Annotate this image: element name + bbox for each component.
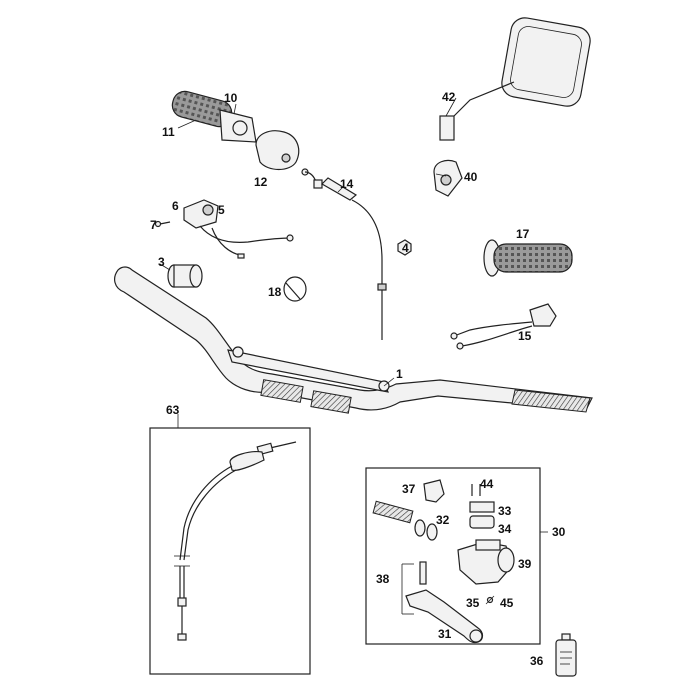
- reservoir-gasket: [469, 515, 495, 529]
- callout-36: 36: [530, 654, 544, 668]
- callout-39: 39: [518, 557, 532, 571]
- brake-fluid-bottle: [555, 633, 577, 677]
- clutch-cable-box: [149, 414, 311, 675]
- callout-31: 31: [438, 627, 452, 641]
- callout-32: 32: [436, 513, 450, 527]
- throttle-cable: [301, 168, 387, 340]
- callout-33: 33: [498, 504, 512, 518]
- callout-11: 11: [162, 125, 175, 139]
- reservoir-cover-plate: [469, 501, 495, 513]
- callout-17: 17: [516, 227, 530, 241]
- reservoir-cap: [423, 479, 445, 503]
- callout-3: 3: [158, 255, 165, 269]
- callout-4: 4: [402, 241, 409, 255]
- handlebar-knurl-right: [511, 389, 591, 413]
- mirror: [439, 17, 591, 141]
- callout-45: 45: [500, 596, 514, 610]
- leader-lines: [159, 97, 457, 387]
- callout-44: 44: [480, 477, 494, 491]
- mirror-stem: [439, 115, 455, 141]
- callout-10: 10: [224, 91, 238, 105]
- callout-15: 15: [518, 329, 532, 343]
- cable-end-fitting: [313, 179, 323, 189]
- spacer-sleeve: [167, 264, 203, 288]
- piston-seal: [414, 519, 426, 537]
- callout-6: 6: [172, 199, 179, 213]
- screw: [154, 220, 171, 228]
- callout-37: 37: [402, 482, 416, 496]
- callout-7: 7: [150, 218, 157, 232]
- callout-35: 35: [466, 596, 480, 610]
- pivot-bolt: [419, 561, 427, 585]
- cable-adjuster: [321, 177, 358, 201]
- piston-seal-2: [426, 523, 438, 541]
- callout-18: 18: [268, 285, 282, 299]
- mirror-clamp: [433, 159, 463, 197]
- callout-34: 34: [498, 522, 512, 536]
- handlebar-knurl-center: [310, 390, 352, 414]
- callout-42: 42: [442, 90, 456, 104]
- throttle-grip-assembly: [171, 90, 257, 143]
- brake-assembly-box: [365, 467, 548, 645]
- cable-sleeve: [377, 283, 387, 291]
- kill-switch: [183, 199, 294, 259]
- clutch-cable-adjuster: [229, 451, 265, 471]
- nut: [397, 239, 412, 256]
- callout-40: 40: [464, 170, 478, 184]
- left-grip: [483, 239, 573, 277]
- callout-14: 14: [340, 177, 354, 191]
- piston-spring: [372, 500, 414, 524]
- crossbar-clamp-left: [232, 346, 244, 358]
- handlebar-crossbar: [227, 349, 389, 393]
- switch-wiring-harness: [450, 303, 557, 350]
- throttle-cover: [255, 130, 300, 171]
- handlebar-knurl-left: [260, 379, 304, 403]
- callout-63: 63: [166, 403, 180, 417]
- cable-tie: [283, 276, 307, 302]
- callout-labels: 1 3 4 5 6 7 10 11 12 14 15 17 18 30 31 3…: [150, 90, 566, 668]
- callout-12: 12: [254, 175, 268, 189]
- callout-1: 1: [396, 367, 403, 381]
- callout-30: 30: [552, 525, 566, 539]
- callout-5: 5: [218, 203, 225, 217]
- handlebar: [114, 266, 593, 414]
- callout-38: 38: [376, 572, 390, 586]
- throttle-housing-boss: [232, 120, 248, 136]
